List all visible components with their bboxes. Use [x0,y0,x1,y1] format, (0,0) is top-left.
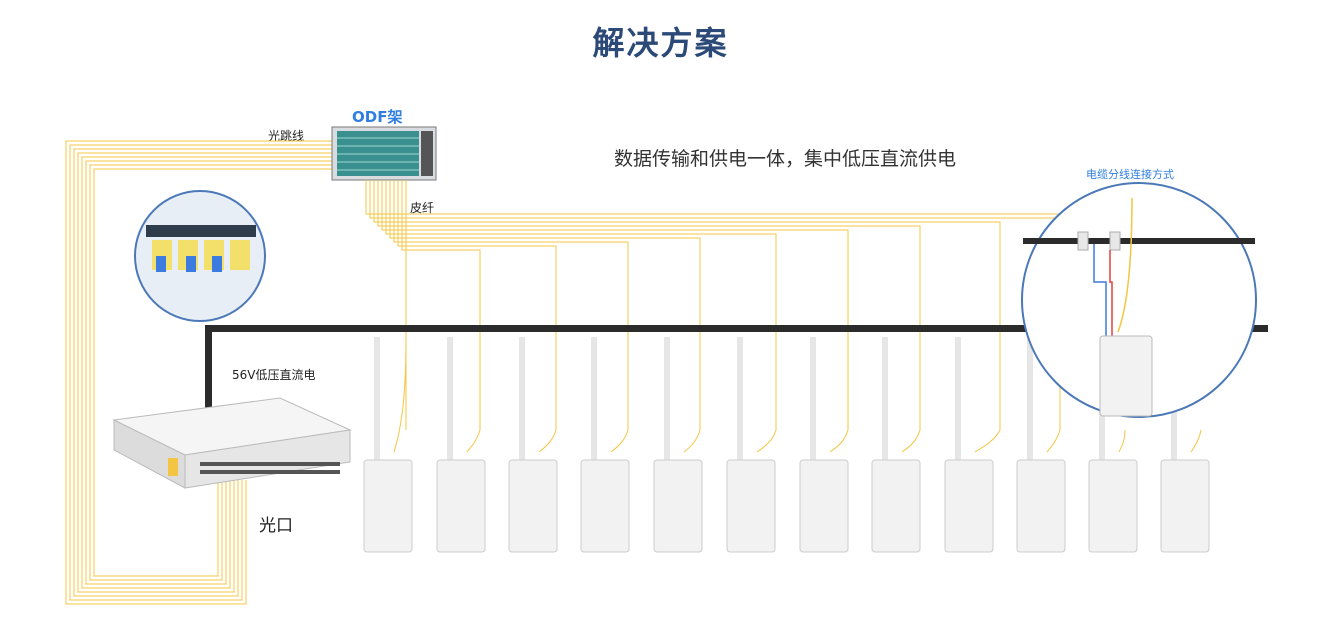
access-point [363,337,413,553]
access-point [871,337,921,553]
patch-cord-bundle [65,140,340,605]
switch-device [112,397,352,489]
access-point [726,337,777,553]
access-point [1016,337,1066,553]
access-point [944,337,1001,553]
access-point [653,337,703,553]
pigtail-bundle [365,180,1131,430]
cable-branch-label: 电缆分线连接方式 [1086,168,1174,181]
page-title: 解决方案 [592,24,729,62]
power-line [205,325,1268,413]
access-point [799,337,849,553]
connector-closeup [134,190,266,322]
subtitle: 数据传输和供电一体，集中低压直流供电 [614,148,957,170]
patch-cord-label: 光跳线 [268,129,305,143]
access-point [580,337,630,553]
access-points [363,337,1210,553]
odf-label: ODF架 [352,108,403,126]
access-point [508,337,558,553]
optical-port-label: 光口 [259,516,293,536]
power-label: 56V低压直流电 [232,368,316,382]
cable-branch-closeup [1021,182,1257,418]
pigtail-label: 皮纤 [410,201,435,215]
access-point [436,337,486,553]
odf-rack [331,126,437,181]
